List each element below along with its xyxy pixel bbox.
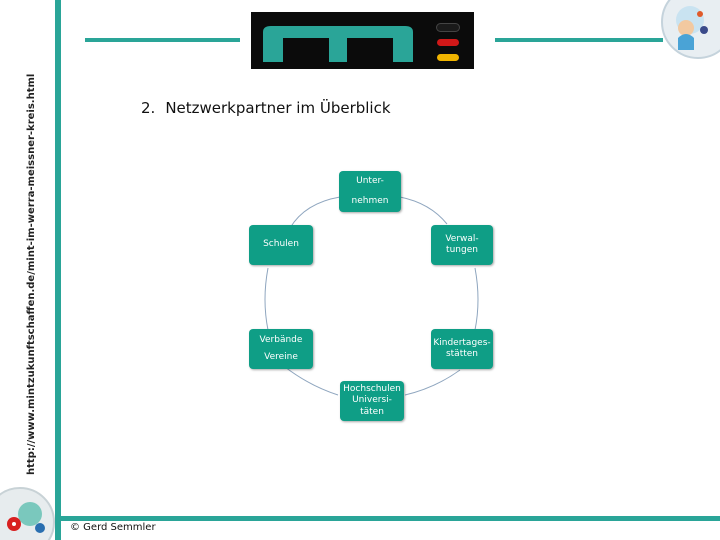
- bottom-horizontal-bar: [55, 516, 720, 521]
- left-vertical-bar: [55, 0, 61, 540]
- child-photo-icon: [661, 0, 720, 59]
- node-schulen: Schulen: [249, 225, 313, 265]
- page-title: 2. Netzwerkpartner im Überblick: [141, 99, 391, 117]
- m-logo-icon: [263, 26, 413, 62]
- node-label: Verwal-: [445, 233, 479, 244]
- node-label: Kindertages-: [433, 337, 491, 348]
- top-line-right: [495, 38, 663, 42]
- node-label: nehmen: [351, 195, 389, 206]
- node-kindertagesstaetten: Kindertages- stätten: [431, 329, 493, 369]
- node-label: Schulen: [263, 239, 299, 250]
- flag-dot-black: [437, 24, 459, 31]
- top-line-left: [85, 38, 240, 42]
- title-text: Netzwerkpartner im Überblick: [165, 99, 391, 117]
- node-label: Vereine: [264, 352, 298, 362]
- node-label: täten: [360, 406, 384, 417]
- node-label: Unter-: [356, 176, 384, 187]
- node-verbaende-vereine: Verbände Vereine: [249, 329, 313, 369]
- copyright: © Gerd Semmler: [70, 522, 156, 533]
- title-number: 2.: [141, 99, 156, 117]
- node-verwaltungen: Verwal- tungen: [431, 225, 493, 265]
- node-label: tungen: [446, 245, 478, 255]
- molecule-icon: [0, 487, 55, 540]
- node-label: Universi-: [352, 395, 392, 406]
- flag-dot-gold: [437, 54, 459, 61]
- node-hochschulen-universitaeten: Hochschulen Universi- täten: [340, 381, 404, 421]
- node-label: stätten: [445, 349, 479, 359]
- node-label: Hochschulen: [343, 384, 401, 395]
- node-label: Verbände: [259, 334, 303, 345]
- flag-dot-red: [437, 39, 459, 46]
- mint-logo: [251, 12, 474, 69]
- node-unternehmen: Unter- nehmen: [339, 171, 401, 212]
